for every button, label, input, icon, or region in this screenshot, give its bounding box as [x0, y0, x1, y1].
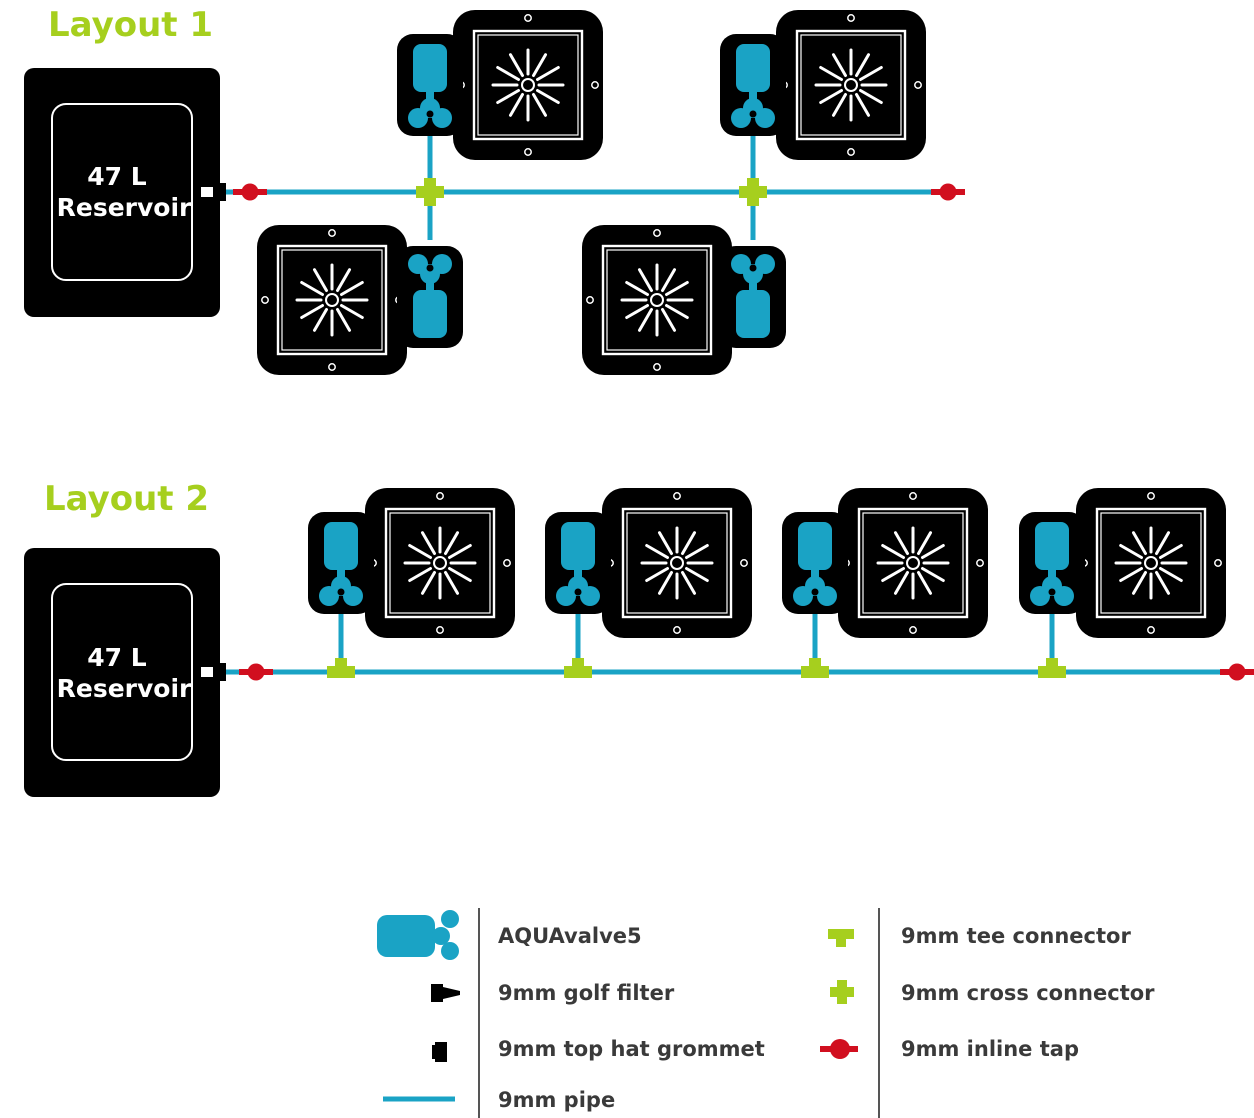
legend-label-cross: 9mm cross connector	[901, 981, 1155, 1005]
cross-connector-icon	[830, 980, 854, 1004]
tee-connector-icon	[828, 929, 854, 947]
pot	[1074, 486, 1228, 640]
inline-tap-icon	[233, 183, 267, 201]
legend-label-grommet: 9mm top hat grommet	[498, 1037, 765, 1061]
reservoir-label: Reservoir	[57, 193, 192, 222]
aquavalve-icon	[377, 910, 459, 960]
inline-tap-icon	[1220, 663, 1254, 681]
legend-label-tap: 9mm inline tap	[901, 1037, 1079, 1061]
inline-tap-icon	[820, 1039, 858, 1059]
golf-filter-icon	[199, 183, 226, 201]
pot	[363, 486, 517, 640]
pot	[836, 486, 990, 640]
inline-tap-icon	[931, 183, 965, 201]
pot	[580, 223, 734, 377]
tee-connector-icon	[801, 658, 829, 678]
layout-2: Layout 2 47 L Reservoir	[24, 479, 1254, 797]
reservoir: 47 L Reservoir	[24, 548, 220, 797]
aquavalve-icon	[308, 512, 374, 614]
pot	[600, 486, 754, 640]
tee-connector-icon	[327, 658, 355, 678]
reservoir-label: Reservoir	[57, 674, 192, 703]
layout-1: Layout 1 47 L Reservoir	[24, 5, 965, 377]
aquavalve-icon	[397, 34, 463, 136]
cross-connector-icon	[739, 178, 767, 206]
aquavalve-icon	[782, 512, 848, 614]
aquavalve-icon	[545, 512, 611, 614]
golf-filter-icon	[431, 984, 460, 1002]
layout-1-title: Layout 1	[48, 5, 213, 45]
aquavalve-icon	[720, 246, 786, 348]
aquavalve-icon	[1019, 512, 1085, 614]
reservoir: 47 L Reservoir	[24, 68, 220, 317]
golf-filter-icon	[199, 663, 226, 681]
pot	[255, 223, 409, 377]
legend-label-pipe: 9mm pipe	[498, 1088, 615, 1112]
aquavalve-icon	[397, 246, 463, 348]
top-hat-grommet-icon	[432, 1042, 447, 1062]
legend: AQUAvalve5 9mm golf filter 9mm top hat g…	[377, 908, 1155, 1118]
layout-2-title: Layout 2	[44, 479, 209, 519]
legend-label-tee: 9mm tee connector	[901, 924, 1131, 948]
tee-connector-icon	[1038, 658, 1066, 678]
cross-connector-icon	[416, 178, 444, 206]
legend-label-aquavalve: AQUAvalve5	[498, 924, 642, 948]
inline-tap-icon	[239, 663, 273, 681]
legend-label-golf-filter: 9mm golf filter	[498, 981, 675, 1005]
aquavalve-icon	[720, 34, 786, 136]
reservoir-capacity-label: 47 L	[87, 643, 146, 672]
tee-connector-icon	[564, 658, 592, 678]
pot	[451, 8, 605, 162]
pot	[774, 8, 928, 162]
reservoir-capacity-label: 47 L	[87, 162, 146, 191]
